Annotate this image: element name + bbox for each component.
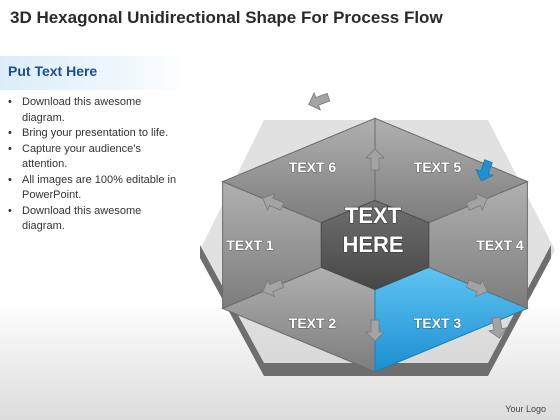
segment-label-5: TEXT 5: [414, 159, 462, 175]
center-hexagon: [320, 199, 430, 291]
segment-label-4: TEXT 4: [476, 237, 524, 253]
logo-text: Your Logo: [505, 404, 546, 414]
flow-arrow-8: [475, 159, 494, 182]
segment-label-1: TEXT 1: [226, 237, 274, 253]
flow-arrow-4: [465, 192, 488, 212]
segment-label-6: TEXT 6: [289, 159, 337, 175]
flow-arrow-3: [465, 278, 488, 298]
center-label-line2: HERE: [342, 232, 403, 257]
bullet-list: Download this awesome diagram. Bring you…: [6, 95, 186, 235]
segment-label-3: TEXT 3: [414, 315, 462, 331]
bullet-item: Download this awesome diagram.: [6, 204, 186, 235]
bullet-item: All images are 100% editable in PowerPoi…: [6, 173, 186, 204]
flow-arrow-6: [262, 192, 285, 212]
center-label-line1: TEXT: [345, 203, 402, 228]
bullet-item: Bring your presentation to life.: [6, 126, 186, 142]
segment-label-2: TEXT 2: [289, 315, 337, 331]
subtitle: Put Text Here: [8, 63, 98, 79]
flow-arrow-9: [308, 91, 331, 111]
bullet-item: Download this awesome diagram.: [6, 95, 186, 126]
flow-arrow-1: [262, 278, 285, 298]
flow-arrow-5: [365, 148, 385, 171]
slide-title: 3D Hexagonal Unidirectional Shape For Pr…: [10, 8, 443, 27]
flow-arrow-7: [488, 316, 508, 339]
flow-arrow-2: [365, 319, 385, 342]
subtitle-bar: Put Text Here: [0, 56, 190, 90]
bullet-item: Capture your audience’s attention.: [6, 142, 186, 173]
